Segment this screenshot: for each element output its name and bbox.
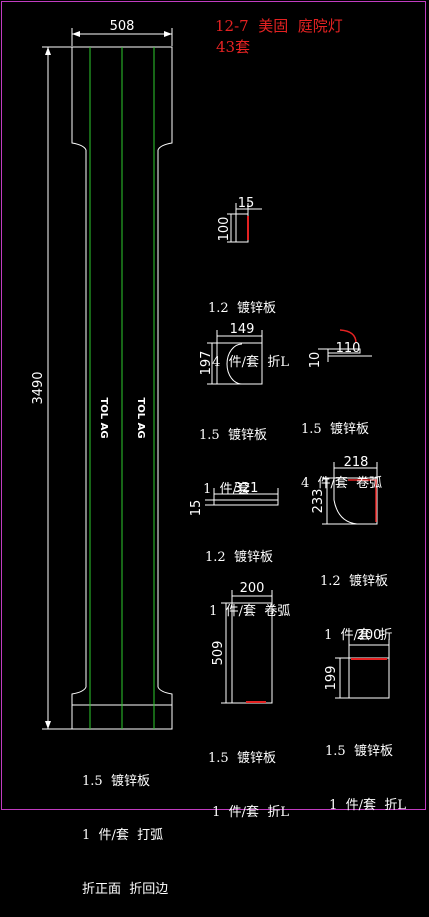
part-6-dim-h: 509 — [211, 641, 226, 666]
part-6-note: 1.5 镀锌板 1 件/套 折L — [208, 714, 289, 840]
part-7-note-line-2: 1 件/套 折L — [325, 798, 406, 813]
part-6-dim-w: 200 — [240, 581, 265, 596]
drawing-quantity: 43套 — [216, 38, 251, 56]
part-7-dim-w: 200 — [357, 628, 382, 643]
part-4-dim-h: 15 — [189, 500, 204, 517]
main-note-line-1: 1.5 镀锌板 — [82, 774, 150, 789]
part-4-drawing — [205, 488, 279, 506]
main-note-line-3: 折正面 折回边 — [82, 882, 169, 897]
part-6-note-line-1: 1.5 镀锌板 — [208, 751, 276, 766]
part-7-note-line-1: 1.5 镀锌板 — [325, 744, 393, 759]
part-3-note-line-1: 1.5 镀锌板 — [301, 422, 369, 437]
part-2-note-line-2: 1 件/套 — [199, 482, 251, 497]
part-2-dim-w: 149 — [230, 322, 255, 337]
part-5-dim-h: 233 — [311, 489, 326, 514]
part-3-dim-h: 10 — [308, 352, 323, 369]
part-1-note: 1.2 镀锌板 4 件/套 折L — [208, 264, 289, 390]
cad-drawing: 508 3490 TOL AG TOL AG 15 100 149 197 11… — [31, 19, 390, 730]
part-1-drawing — [227, 203, 262, 243]
main-column-outline — [71, 46, 173, 730]
part-4-dim-w: 321 — [234, 481, 259, 496]
main-note-line-2: 1 件/套 打弧 — [82, 828, 164, 843]
part-3-note-line-2: 4 件/套 卷弧 — [301, 476, 383, 491]
dim-width: 508 — [110, 19, 135, 34]
drawing-frame — [1, 1, 426, 810]
part-7-dim-h: 199 — [324, 666, 339, 691]
part-3-note: 1.5 镀锌板 4 件/套 卷弧 — [301, 385, 382, 511]
part-4-note: 1.2 镀锌板 1 件/套 卷弧 — [205, 513, 290, 639]
part-5-note: 1.2 镀锌板 1 件/套 折 — [320, 537, 392, 663]
part-7-note: 1.5 镀锌板 1 件/套 折L — [325, 707, 406, 833]
part-6-note-line-2: 1 件/套 折L — [208, 805, 289, 820]
part-1-dim-h: 100 — [217, 217, 232, 242]
part-2-drawing — [207, 330, 263, 385]
part-3-dim-w: 110 — [336, 341, 361, 356]
dim-height: 3490 — [31, 371, 46, 404]
part-2-note: 1.5 镀锌板 1 件/套 — [199, 391, 267, 517]
part-5-drawing — [322, 462, 378, 525]
part-4-note-line-2: 1 件/套 卷弧 — [205, 604, 291, 619]
part-2-note-line-1: 1.5 镀锌板 — [199, 428, 267, 443]
part-5-note-line-1: 1.2 镀锌板 — [320, 574, 388, 589]
vertical-label-1: TOL AG — [98, 397, 109, 438]
drawing-title: 12-7 美固 庭院灯 — [215, 17, 343, 35]
part-5-dim-w: 218 — [344, 455, 369, 470]
part-1-note-line-1: 1.2 镀锌板 — [208, 301, 276, 316]
part-4-note-line-1: 1.2 镀锌板 — [205, 550, 273, 565]
part-1-dim-w: 15 — [238, 196, 255, 211]
vertical-label-2: TOL AG — [135, 397, 146, 438]
part-2-dim-h: 197 — [199, 351, 214, 376]
part-1-note-line-2: 4 件/套 折L — [208, 355, 289, 370]
part-3-drawing — [318, 348, 372, 362]
main-note: 1.5 镀锌板 1 件/套 打弧 折正面 折回边 — [82, 737, 168, 917]
part-5-note-line-2: 1 件/套 折 — [320, 628, 393, 643]
